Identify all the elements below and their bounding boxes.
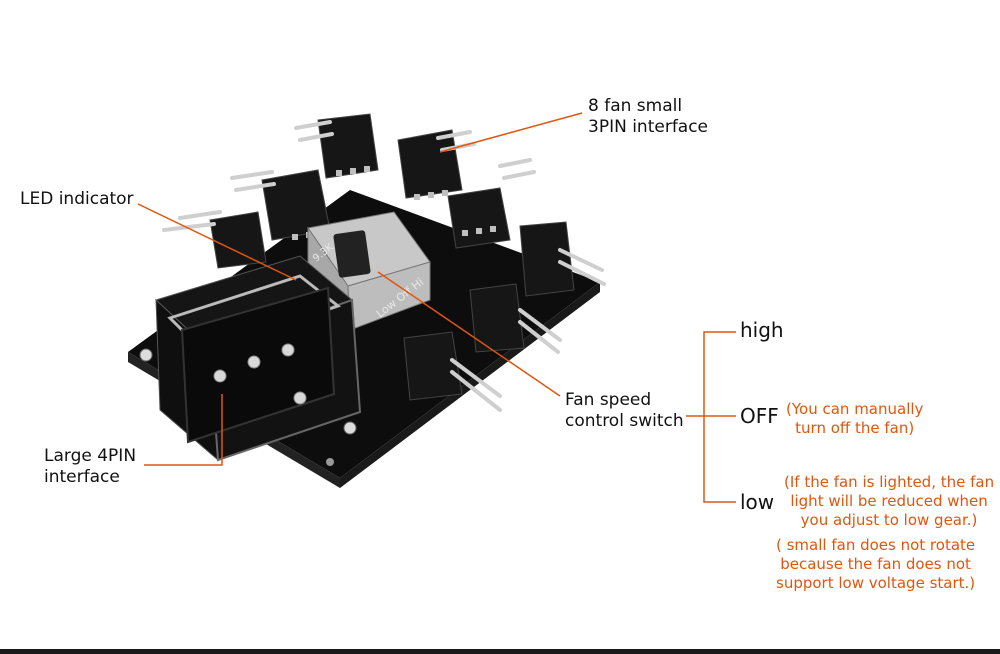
label-speed-switch: Fan speed control switch xyxy=(565,390,684,431)
speed-off-label: OFF xyxy=(740,404,779,428)
low-note-1: (If the fan is lighted, the fan light wi… xyxy=(784,473,995,529)
low-note-2: ( small fan does not rotate because the … xyxy=(776,536,976,592)
label-led-indicator: LED indicator xyxy=(20,189,134,209)
speed-high-label: high xyxy=(740,318,784,342)
label-large-4pin: Large 4PIN interface xyxy=(44,446,137,487)
speed-low-label: low xyxy=(740,490,775,514)
label-small-3pin: 8 fan small 3PIN interface xyxy=(588,96,709,137)
bottom-divider xyxy=(0,649,1000,654)
off-note: (You can manually turn off the fan) xyxy=(786,400,924,437)
